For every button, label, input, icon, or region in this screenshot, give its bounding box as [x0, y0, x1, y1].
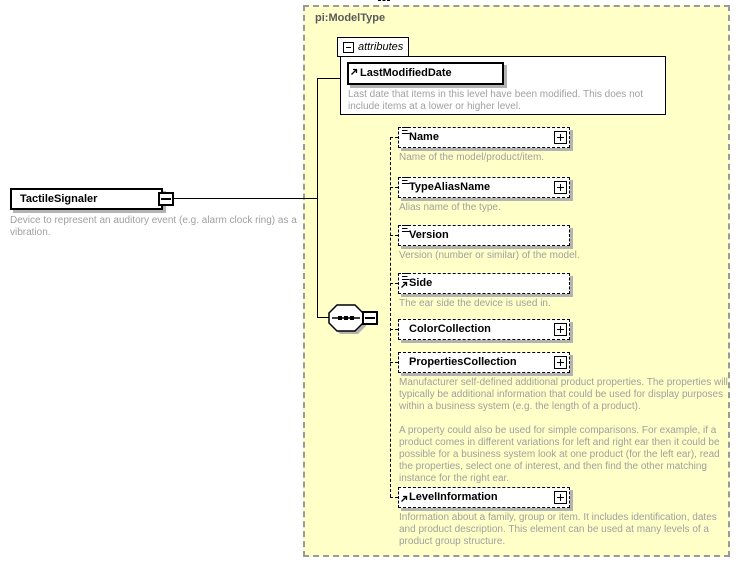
element-levelinformation[interactable]: LevelInformation — [398, 487, 570, 508]
connector-line — [317, 78, 318, 318]
text-content-icon — [401, 221, 411, 240]
element-typealiasname[interactable]: TypeAliasName — [398, 177, 570, 198]
expand-plus-icon[interactable] — [554, 323, 567, 336]
connector-line — [317, 317, 329, 318]
expand-plus-icon[interactable] — [554, 131, 567, 144]
attributes-label: attributes — [358, 41, 404, 53]
connector-stub — [378, 0, 390, 1]
container-label: pi:ModelType — [315, 12, 386, 24]
connector-line — [174, 198, 317, 199]
element-description: Manufacturer self-defined additional pro… — [399, 377, 728, 484]
element-side[interactable]: Side — [398, 273, 570, 294]
attribute-label: LastModifiedDate — [360, 67, 452, 79]
reference-arrow-icon — [400, 277, 409, 296]
element-description: Device to represent an auditory event (e… — [10, 215, 297, 238]
element-tactilesignaler[interactable]: TactileSignaler — [10, 188, 163, 210]
element-description: Alias name of the type. — [399, 202, 501, 213]
element-label: LevelInformation — [409, 491, 498, 503]
attributes-tab[interactable]: attributes — [337, 37, 409, 57]
element-label: Version — [409, 229, 449, 241]
expand-plus-icon[interactable] — [554, 491, 567, 504]
attribute-lastmodifieddate[interactable]: LastModifiedDate — [347, 62, 504, 85]
element-description: The ear side the device is used in. — [399, 298, 551, 309]
element-label: Side — [409, 277, 433, 289]
connector-stub — [390, 497, 398, 498]
element-colorcollection[interactable]: ColorCollection — [398, 319, 570, 340]
element-name[interactable]: Name — [398, 127, 570, 148]
connector-stub — [390, 187, 398, 188]
connector-stub — [390, 362, 398, 363]
reference-arrow-icon — [400, 491, 409, 510]
collapse-icon[interactable] — [343, 41, 354, 53]
expand-plus-icon[interactable] — [554, 181, 567, 194]
collapse-handle[interactable] — [158, 192, 174, 206]
connector-stub — [390, 235, 398, 236]
text-content-icon — [401, 123, 411, 142]
element-label: PropertiesCollection — [409, 356, 517, 368]
text-content-icon — [401, 173, 411, 192]
sequence-icon — [328, 304, 366, 334]
element-propertiescollection[interactable]: PropertiesCollection — [398, 352, 570, 373]
connector-stub — [390, 283, 398, 284]
reference-arrow-icon — [350, 64, 359, 83]
element-description: Version (number or similar) of the model… — [399, 250, 580, 261]
connector-line-dashed — [390, 137, 391, 497]
element-label: ColorCollection — [409, 323, 491, 335]
attribute-description: Last date that items in this level have … — [348, 89, 643, 112]
element-version[interactable]: Version — [398, 225, 570, 246]
expand-plus-icon[interactable] — [554, 356, 567, 369]
element-label: Name — [409, 131, 439, 143]
collapse-handle[interactable] — [362, 311, 378, 325]
sequence-compositor[interactable] — [327, 303, 369, 340]
connector-stub — [390, 137, 398, 138]
element-label: TactileSignaler — [20, 193, 98, 205]
text-content-icon — [401, 269, 411, 288]
connector-stub — [390, 329, 398, 330]
element-description: Information about a family, group or ite… — [399, 512, 717, 547]
element-label: TypeAliasName — [409, 181, 491, 193]
connector-line — [317, 78, 340, 79]
element-description: Name of the model/product/item. — [399, 152, 545, 163]
